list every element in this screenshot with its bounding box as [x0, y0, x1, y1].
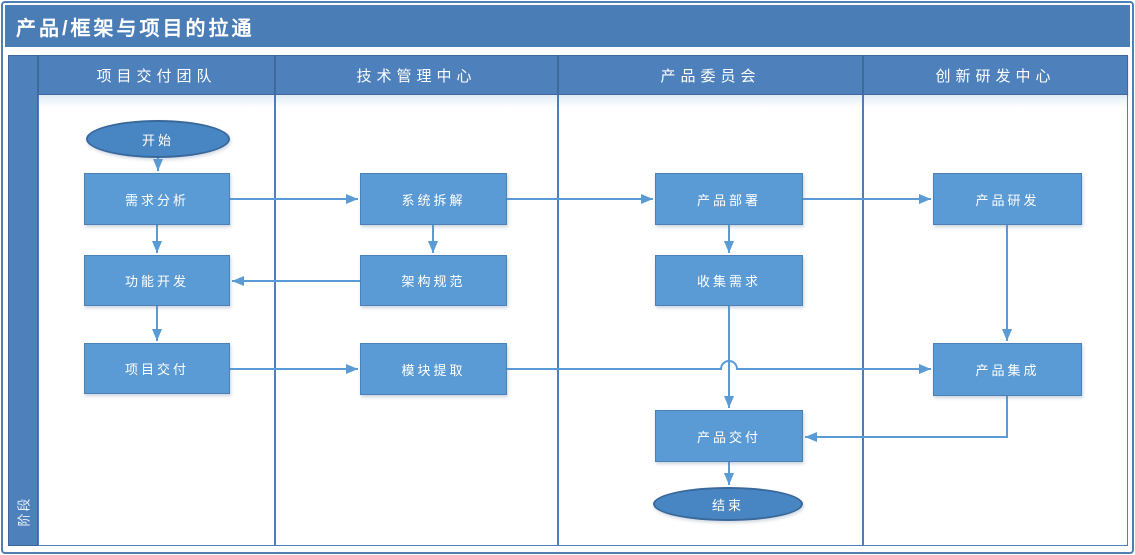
lane-header-product-committee[interactable]: 产品委员会 — [558, 55, 863, 95]
phase-label: 阶段 — [16, 496, 32, 527]
lane-divider-3 — [862, 95, 864, 546]
lane-divider-2 — [557, 95, 559, 546]
node-architecture-spec[interactable]: 架构规范 — [360, 255, 507, 306]
node-product-deployment[interactable]: 产品部署 — [655, 173, 803, 225]
title-bar: 产品/框架与项目的拉通 — [5, 5, 1130, 47]
lane-header-shadow — [39, 95, 1127, 108]
node-product-delivery[interactable]: 产品交付 — [655, 410, 803, 462]
edge-module-extraction-to-product-integration — [507, 360, 931, 374]
node-feature-development[interactable]: 功能开发 — [84, 255, 230, 306]
node-collect-requirements[interactable]: 收集需求 — [655, 255, 803, 306]
lane-header-innovation-rd-center[interactable]: 创新研发中心 — [863, 55, 1128, 95]
node-start[interactable]: 开始 — [86, 120, 230, 158]
lane-header-project-delivery-team[interactable]: 项目交付团队 — [38, 55, 275, 95]
node-module-extraction[interactable]: 模块提取 — [360, 343, 507, 395]
lane-header-tech-management-center[interactable]: 技术管理中心 — [275, 55, 558, 95]
node-product-rd[interactable]: 产品研发 — [933, 173, 1082, 225]
node-end[interactable]: 结束 — [653, 487, 803, 521]
node-system-breakdown[interactable]: 系统拆解 — [360, 173, 507, 225]
phase-strip[interactable]: 阶段 — [8, 55, 38, 546]
edge-product-integration-to-product-delivery — [805, 396, 1008, 442]
node-project-delivery[interactable]: 项目交付 — [84, 343, 230, 394]
node-product-integration[interactable]: 产品集成 — [933, 343, 1082, 396]
node-requirement-analysis[interactable]: 需求分析 — [84, 173, 230, 225]
diagram-title: 产品/框架与项目的拉通 — [16, 17, 255, 40]
lane-divider-1 — [274, 95, 276, 546]
